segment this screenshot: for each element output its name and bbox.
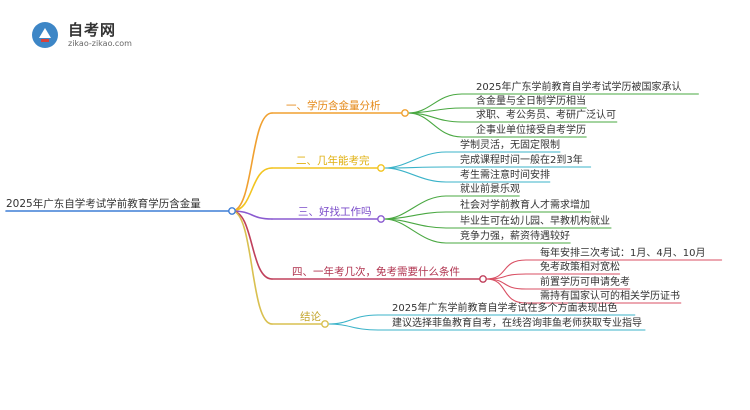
leaf-label-2-2: 完成课程时间一般在2到3年	[460, 155, 583, 166]
leaf-label-4-1: 每年安排三次考试：1月、4月、10月	[540, 248, 706, 259]
leaf-label-2-1: 学制灵活，无固定限制	[460, 140, 560, 151]
branch-label-1: 一、学历含金量分析	[286, 100, 381, 112]
leaf-label-5-2: 建议选择菲鱼教育自考，在线咨询菲鱼老师获取专业指导	[392, 318, 642, 329]
leaf-label-3-1: 就业前景乐观	[460, 184, 520, 195]
branch-link-1	[231, 112, 273, 212]
leaf-link-2-3	[383, 167, 447, 183]
leaf-link-3-4	[383, 218, 447, 244]
branch-label-5: 结论	[300, 311, 321, 323]
root-collapse-knob[interactable]	[228, 207, 236, 215]
branch-collapse-knob-2[interactable]	[377, 164, 385, 172]
leaf-label-2-3: 考生需注意时间安排	[460, 170, 550, 181]
leaf-link-4-4	[485, 278, 527, 304]
leaf-link-4-3	[485, 278, 527, 290]
leaf-label-4-4: 需持有国家认可的相关学历证书	[540, 291, 680, 302]
branch-collapse-knob-4[interactable]	[479, 275, 487, 283]
branch-label-2: 二、几年能考完	[296, 155, 370, 167]
leaf-label-3-3: 毕业生可在幼儿园、早教机构就业	[460, 216, 610, 227]
leaf-link-5-2	[327, 323, 379, 331]
leaf-label-5-1: 2025年广东学前教育自学考试在多个方面表现出色	[392, 303, 618, 314]
branch-link-3	[231, 210, 273, 220]
root-node-label: 2025年广东自学考试学前教育学历含金量	[6, 198, 201, 210]
leaf-label-4-3: 前置学历可申请免考	[540, 277, 630, 288]
branch-collapse-knob-3[interactable]	[377, 215, 385, 223]
logo-mark-base	[41, 39, 49, 42]
leaf-label-1-1: 2025年广东学前教育自学考试学历被国家承认	[476, 82, 682, 93]
leaf-link-1-2	[407, 107, 463, 114]
leaf-label-3-4: 竞争力强，薪资待遇较好	[460, 231, 570, 242]
branch-label-4: 四、一年考几次，免考需要什么条件	[292, 266, 460, 278]
logo-domain: zikao-zikao.com	[68, 39, 132, 48]
leaf-link-1-4	[407, 112, 463, 138]
branch-link-5	[231, 210, 273, 325]
site-logo[interactable]: 自考网 zikao-zikao.com	[30, 18, 170, 54]
logo-name: 自考网	[68, 21, 117, 39]
leaf-label-4-2: 免考政策相对宽松	[540, 262, 620, 273]
leaf-link-2-1	[383, 151, 447, 169]
branch-collapse-knob-1[interactable]	[401, 109, 409, 117]
leaf-label-3-2: 社会对学前教育人才需求增加	[460, 200, 590, 211]
branch-link-2	[231, 167, 273, 212]
leaf-label-1-2: 含金量与全日制学历相当	[476, 96, 586, 107]
branch-link-4	[231, 210, 273, 280]
branch-label-3: 三、好找工作吗	[298, 206, 372, 218]
logo-mark-icon	[32, 22, 58, 48]
branch-collapse-knob-5[interactable]	[321, 320, 329, 328]
leaf-label-1-4: 企事业单位接受自考学历	[476, 125, 586, 136]
logo-mark-pen	[39, 28, 51, 38]
leaf-link-5-1	[327, 314, 379, 325]
leaf-label-1-3: 求职、考公务员、考研广泛认可	[476, 110, 616, 121]
